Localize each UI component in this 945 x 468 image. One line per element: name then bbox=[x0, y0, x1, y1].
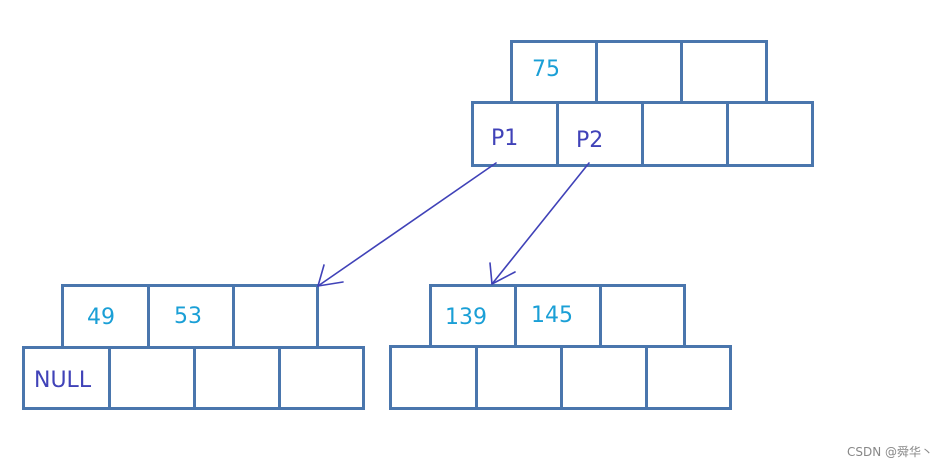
left-key-2: 53 bbox=[174, 304, 202, 329]
root-key-1: 75 bbox=[532, 57, 560, 82]
left-pointer-cell-4 bbox=[278, 346, 365, 410]
arrow-p2-to-right-child bbox=[489, 162, 590, 285]
root-pointer-p1: P1 bbox=[491, 126, 519, 151]
root-pointer-cell-2 bbox=[556, 101, 644, 167]
left-pointer-null: NULL bbox=[34, 368, 92, 393]
right-pointer-cell-2 bbox=[475, 345, 563, 410]
root-pointer-p2: P2 bbox=[576, 128, 604, 153]
right-key-2: 145 bbox=[531, 303, 573, 328]
left-key-1: 49 bbox=[87, 305, 115, 330]
right-pointer-cell-4 bbox=[645, 345, 732, 410]
arrow-p1-to-left-child bbox=[317, 162, 497, 287]
right-key-1: 139 bbox=[445, 305, 487, 330]
root-key-cell-2 bbox=[595, 40, 683, 104]
right-pointer-cell-1 bbox=[389, 345, 478, 410]
right-pointer-cell-3 bbox=[560, 345, 648, 410]
root-pointer-cell-3 bbox=[641, 101, 729, 167]
right-key-cell-2 bbox=[514, 284, 602, 348]
root-key-cell-1 bbox=[510, 40, 598, 104]
root-pointer-cell-4 bbox=[726, 101, 814, 167]
left-key-cell-3 bbox=[232, 284, 319, 349]
watermark: CSDN @舜华丶 bbox=[846, 445, 933, 459]
